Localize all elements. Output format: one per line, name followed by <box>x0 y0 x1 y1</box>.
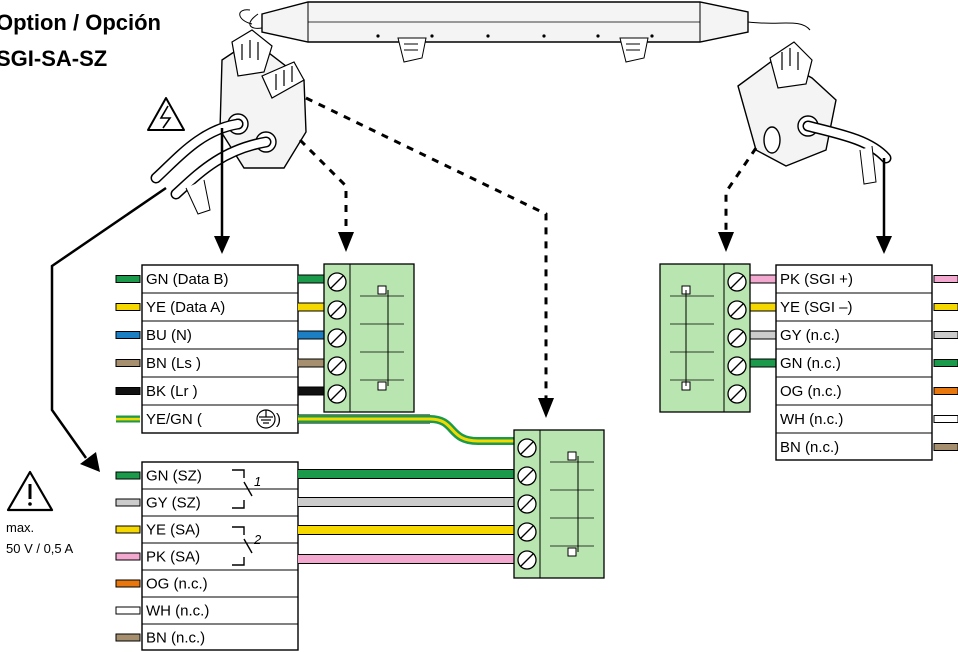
wire-label: GN (SZ) <box>146 468 202 485</box>
exclamation-warning-icon <box>6 470 54 512</box>
terminal-screw-icon <box>517 522 537 542</box>
wire-label: BN (n.c.) <box>780 439 839 456</box>
wire-label: GN (Data B) <box>146 271 229 288</box>
wire-label: GN (n.c.) <box>780 355 841 372</box>
title-line-1: Option / Opción <box>0 10 161 35</box>
right-cable-table: PK (SGI +) YE (SGI –) GY (n.c.) GN (n.c.) OG… <box>775 264 958 461</box>
wire-label: OG (n.c.) <box>780 383 842 400</box>
wire-label: BN (n.c.) <box>146 630 205 647</box>
voltage-rating: 50 V / 0,5 A <box>6 541 74 556</box>
wire-label: YE (SGI –) <box>780 299 853 316</box>
option-cable-row: WH (n.c.) <box>115 596 298 620</box>
relay-1-label: 1 <box>254 474 261 489</box>
wire-label: GY (n.c.) <box>780 327 840 344</box>
wire-label: WH (n.c.) <box>780 411 843 428</box>
terminal-screw-icon <box>727 328 747 348</box>
arrow-left-cable <box>214 128 230 254</box>
left-cable-row: BN (Ls ) <box>115 348 298 372</box>
terminal-screw-icon <box>727 384 747 404</box>
option-terminal-block <box>513 429 605 579</box>
left-cable-row: BU (N) <box>115 320 298 344</box>
earth-symbol: ) <box>256 409 281 429</box>
option-cable-table: GN (SZ) GY (SZ) YE (SA) PK (SA) OG (n.c.) WH … <box>115 461 299 651</box>
terminal-screw-icon <box>517 494 537 514</box>
terminal-screw-icon <box>327 272 347 292</box>
wire-label: YE/GN ( <box>146 411 202 428</box>
relay-2-label: 2 <box>253 532 262 547</box>
terminal-screw-icon <box>327 328 347 348</box>
max-label: max. <box>6 520 34 535</box>
terminal-screw-icon <box>517 438 537 458</box>
option-cable-row: OG (n.c.) <box>115 569 298 593</box>
terminal-screw-icon <box>327 356 347 376</box>
relay-symbol-sa: 2 <box>232 526 262 566</box>
lightning-warning-icon <box>147 97 185 131</box>
wire-label: OG (n.c.) <box>146 576 208 593</box>
arrow-option-terminal <box>305 96 554 418</box>
option-cable-row: BN (n.c.) <box>115 623 298 647</box>
wire-label: PK (SA) <box>146 549 200 566</box>
right-cable-row: YE (SGI –) <box>776 292 958 316</box>
terminal-screw-icon <box>727 272 747 292</box>
wire-label: PK (SGI +) <box>780 271 853 288</box>
arrow-left-terminal <box>298 138 354 252</box>
left-terminal-block <box>298 263 415 413</box>
option-cable-row: YE (SA) <box>115 515 298 539</box>
right-end-cap <box>737 41 892 185</box>
mounting-bracket-left <box>397 37 427 63</box>
right-cable-row: WH (n.c.) <box>776 404 958 428</box>
terminal-screw-icon <box>727 300 747 320</box>
left-cable-row: YE (Data A) <box>115 292 298 316</box>
relay-symbol-sz: 1 <box>232 469 261 509</box>
right-cable-row: GN (n.c.) <box>776 348 958 372</box>
wire-label: BU (N) <box>146 327 192 344</box>
arrow-option-cable <box>50 186 167 472</box>
terminal-screw-icon <box>517 550 537 570</box>
wire-label: GY (SZ) <box>146 495 201 512</box>
left-cable-row: BK (Lr ) <box>115 376 298 400</box>
earth-wire <box>298 415 514 445</box>
right-cable-row: OG (n.c.) <box>776 376 958 400</box>
arrow-right-terminal <box>718 147 758 252</box>
right-terminal-block <box>659 263 776 413</box>
wire-label: BN (Ls ) <box>146 355 201 372</box>
svg-text:): ) <box>276 411 281 428</box>
option-cable-row: GY (SZ) <box>115 488 298 512</box>
left-cable-row: YE/GN ( <box>116 404 298 428</box>
arrow-right-cable <box>876 158 892 254</box>
title-line-2: SGI-SA-SZ <box>0 46 107 71</box>
left-end-cap <box>150 29 307 215</box>
wire-label: YE (Data A) <box>146 299 225 316</box>
option-wires <box>298 469 514 564</box>
wire-label: YE (SA) <box>146 522 200 539</box>
option-cable-row: PK (SA) <box>115 542 298 566</box>
wire-label: WH (n.c.) <box>146 603 209 620</box>
terminal-screw-icon <box>327 384 347 404</box>
left-cable-row: GN (Data B) <box>115 271 229 288</box>
terminal-screw-icon <box>517 466 537 486</box>
motor-bar <box>239 1 811 63</box>
terminal-screw-icon <box>327 300 347 320</box>
right-cable-row: PK (SGI +) <box>780 271 958 288</box>
option-cable-row: GN (SZ) <box>115 468 202 485</box>
right-cable-row: GY (n.c.) <box>776 320 958 344</box>
right-cable-row: BN (n.c.) <box>776 432 958 456</box>
mounting-bracket-right <box>619 37 649 63</box>
wire-label: BK (Lr ) <box>146 383 198 400</box>
terminal-screw-icon <box>727 356 747 376</box>
left-cable-table: GN (Data B) YE (Data A) BU (N) BN (Ls ) BK (… <box>115 264 299 434</box>
